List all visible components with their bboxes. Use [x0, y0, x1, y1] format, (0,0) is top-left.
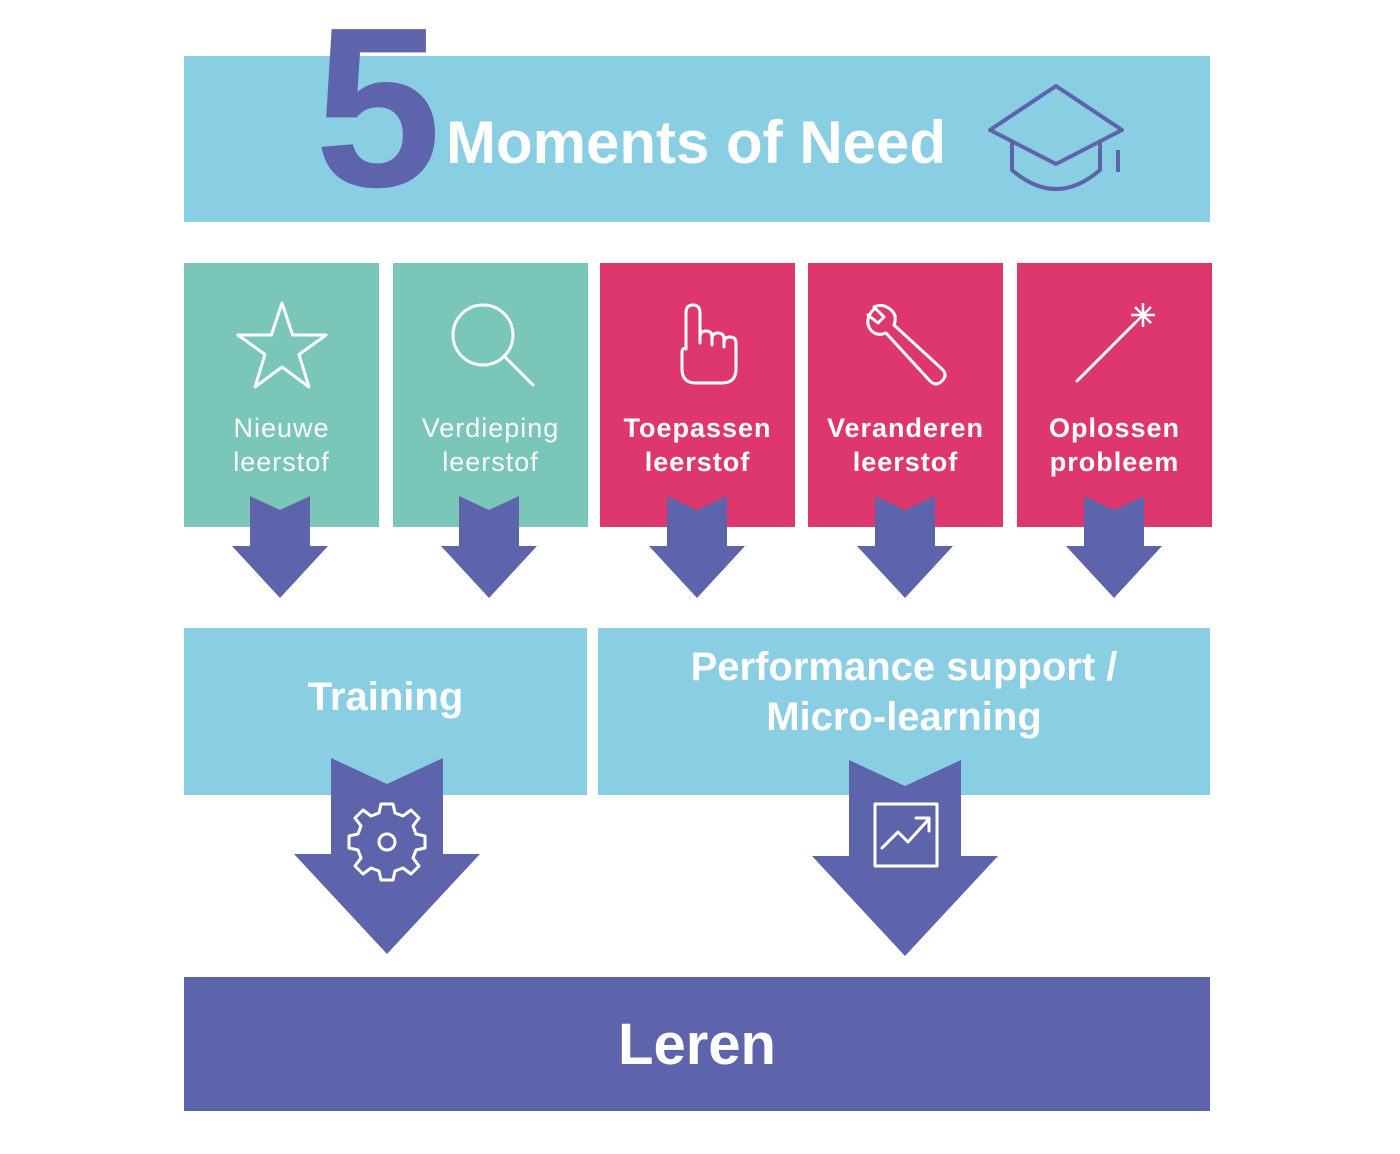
- performance-support-box: Performance support / Micro-learning: [598, 628, 1210, 795]
- magnifier-icon: [451, 303, 534, 387]
- moment-card-oplossen-probleem: Oplossen probleem: [1017, 263, 1212, 527]
- arrow-toepassen: [649, 496, 745, 598]
- moment-card-toepassen-leerstof: Toepassen leerstof: [600, 263, 795, 527]
- star-icon: [236, 301, 327, 389]
- moment-label-line2: probleem: [1049, 447, 1180, 477]
- graduation-cap-icon: [988, 84, 1124, 191]
- moment-label-line1: Nieuwe: [233, 413, 330, 443]
- arrow-verdieping: [441, 496, 537, 598]
- performance-label-line2: Micro-learning: [766, 694, 1042, 739]
- leren-label: Leren: [618, 1011, 776, 1077]
- growth-chart-icon: [873, 802, 939, 868]
- leren-bar: Leren: [184, 977, 1210, 1111]
- moment-label-line2: leerstof: [852, 447, 959, 477]
- moment-card-nieuwe-leerstof: Nieuwe leerstof: [184, 263, 379, 527]
- header-number: 5: [314, 0, 442, 235]
- pointing-hand-icon: [680, 303, 737, 385]
- training-box: Training: [184, 628, 587, 795]
- moment-label-line2: leerstof: [233, 447, 330, 477]
- header-title: Moments of Need: [446, 109, 947, 176]
- moment-label-line1: Oplossen: [1048, 413, 1181, 443]
- arrow-oplossen: [1066, 496, 1162, 598]
- moment-card-verdieping-leerstof: Verdieping leerstof: [393, 263, 588, 527]
- moment-label-line1: Veranderen: [826, 413, 985, 443]
- arrow-nieuwe: [232, 496, 328, 598]
- arrow-veranderen: [857, 496, 953, 598]
- moment-label-line2: leerstof: [644, 447, 751, 477]
- moment-card-veranderen-leerstof: Veranderen leerstof: [808, 263, 1003, 527]
- gear-icon: [347, 802, 427, 882]
- moment-label-line2: leerstof: [442, 447, 539, 477]
- arrow-training: [294, 758, 480, 954]
- training-label: Training: [307, 675, 464, 719]
- magic-wand-icon: [1075, 303, 1155, 383]
- moment-label-line1: Verdieping: [421, 413, 560, 443]
- header-banner: [184, 56, 1210, 222]
- wrench-icon: [865, 303, 946, 386]
- moment-label-line1: Toepassen: [623, 413, 772, 443]
- performance-label-line1: Performance support /: [690, 644, 1118, 689]
- arrow-performance: [812, 760, 998, 956]
